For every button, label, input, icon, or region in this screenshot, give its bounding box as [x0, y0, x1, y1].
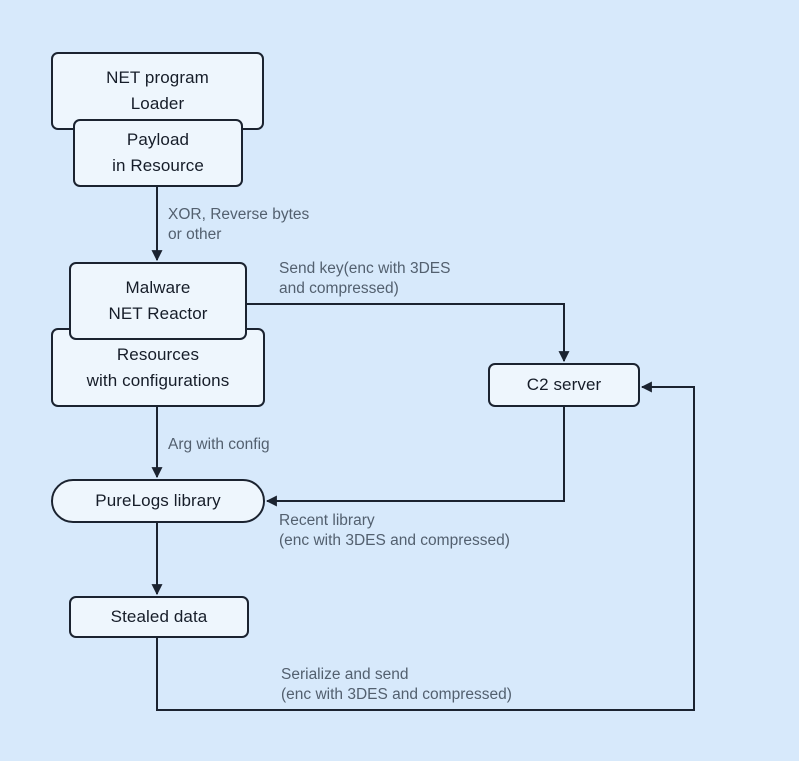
edge-stealed-to-c2 [156, 381, 695, 711]
edge-label-send-key: Send key(enc with 3DES and compressed) [279, 260, 451, 297]
node-stealed-data: Stealed data [69, 596, 249, 638]
edge-c2-to-purelogs [265, 407, 565, 507]
edge-label-arg-with-config: Arg with config [168, 436, 270, 453]
edge-reactor-to-c2 [247, 303, 570, 363]
node-payload-in-resource: Payload in Resource [73, 119, 243, 187]
edge-label-serialize-and-send: Serialize and send (enc with 3DES and co… [281, 666, 512, 703]
edge-label-recent-library: Recent library (enc with 3DES and compre… [279, 512, 510, 549]
node-purelogs-library: PureLogs library [51, 479, 265, 523]
node-c2-server: C2 server [488, 363, 640, 407]
edge-label-xor-reverse-bytes: XOR, Reverse bytes or other [168, 206, 310, 243]
node-net-program-loader: NET program Loader [51, 52, 264, 130]
node-resources-with-configurations: Resources with configurations [51, 328, 265, 407]
node-malware-net-reactor: Malware NET Reactor [69, 262, 247, 340]
